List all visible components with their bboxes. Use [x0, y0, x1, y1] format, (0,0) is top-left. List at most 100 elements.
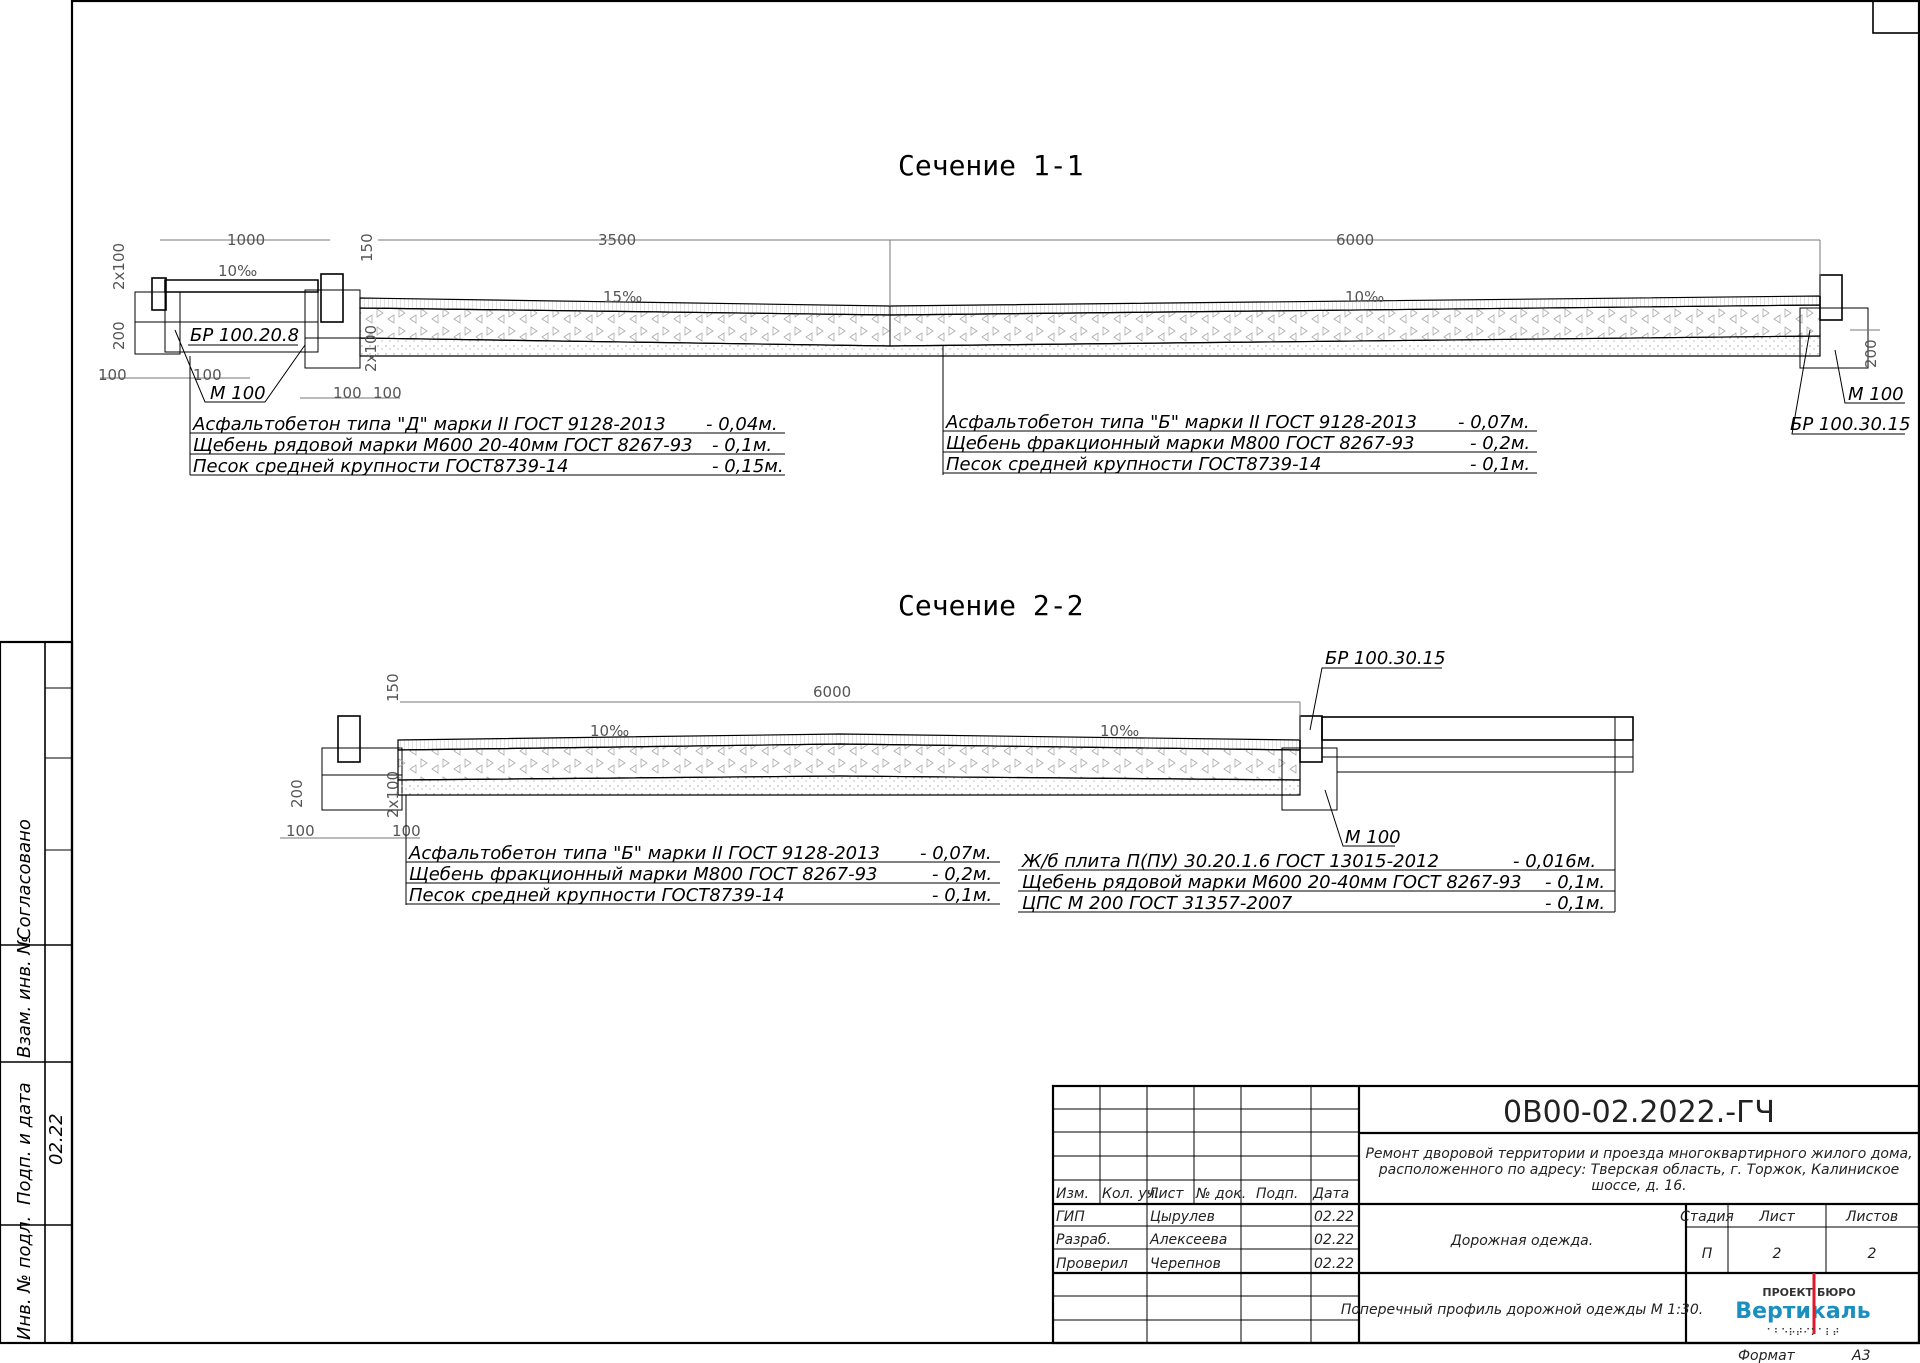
logo-top-right: БЮРО	[1817, 1286, 1856, 1299]
legend-item-name: Ж/б плита П(ПУ) 30.20.1.6 ГОСТ 13015-201…	[1021, 851, 1439, 872]
dim-150: 150	[358, 233, 376, 262]
person-name: Алексеева	[1149, 1232, 1227, 1248]
header-kol: Кол. уч.	[1102, 1186, 1159, 1202]
dim-1000: 1000	[227, 231, 265, 249]
legend-item-name: Щебень рядовой марки М600 20-40мм ГОСТ 8…	[1022, 872, 1522, 893]
slope-15: 15‰	[603, 288, 642, 306]
section-1-1: Сечение 1-1	[98, 149, 1911, 477]
role-developer: Разраб.	[1056, 1232, 1111, 1248]
project-title-line3: шоссе, д. 16.	[1591, 1178, 1686, 1194]
legend-item-thickness: - 0,1м.	[1470, 454, 1530, 475]
road-section-2	[397, 733, 1301, 796]
callout-mortar-right: М 100	[1848, 384, 1904, 405]
legend-item-name: Щебень рядовой марки М600 20-40мм ГОСТ 8…	[193, 435, 693, 456]
dimensions-1	[100, 239, 1880, 399]
dim-100-c: 100	[333, 384, 362, 402]
braille-dots-icon: ⠁⠃⠑⠗⠞⠊⠅⠁⠇⠞	[1766, 1328, 1839, 1339]
legend-1-left: Асфальтобетон типа "Д" марки II ГОСТ 912…	[190, 414, 785, 477]
format-value: А3	[1851, 1348, 1870, 1363]
dim-6000: 6000	[1336, 231, 1374, 249]
legend-2-right: Ж/б плита П(ПУ) 30.20.1.6 ГОСТ 13015-201…	[1018, 851, 1615, 914]
legend-item-name: Щебень фракционный марки М800 ГОСТ 8267-…	[409, 864, 878, 885]
slope-10-sidewalk: 10‰	[218, 262, 257, 280]
drawing-name: Поперечный профиль дорожной одежды М 1:3…	[1341, 1302, 1703, 1318]
section-1-title: Сечение 1-1	[898, 149, 1083, 182]
legend-item-thickness: - 0,2м.	[1470, 433, 1530, 454]
curb-left-large	[320, 273, 344, 323]
person-date: 02.22	[1314, 1232, 1354, 1248]
legend-1-right: Асфальтобетон типа "Б" марки II ГОСТ 912…	[943, 412, 1537, 475]
person-date: 02.22	[1314, 1209, 1354, 1225]
sheet-frame	[70, 0, 1920, 1345]
sheet-value: 2	[1773, 1246, 1782, 1262]
callout-mortar-left: М 100	[210, 383, 266, 404]
legend-item-name: Щебень фракционный марки М800 ГОСТ 8267-…	[946, 433, 1415, 454]
legend-item-thickness: - 0,1м.	[1545, 893, 1605, 914]
corner-box	[1872, 0, 1920, 34]
header-ndoc: № док.	[1195, 1186, 1246, 1202]
dim-150: 150	[384, 673, 402, 702]
dim-2x100-mid: 2х100	[362, 325, 380, 372]
sheet-name: Дорожная одежда.	[1450, 1233, 1593, 1249]
dim-100-a: 100	[286, 822, 315, 840]
person-name: Черепнов	[1150, 1256, 1221, 1272]
legend-item-name: Песок средней крупности ГОСТ8739-14	[193, 456, 569, 477]
header-izm: Изм.	[1056, 1186, 1089, 1202]
curb-left-small	[151, 277, 167, 311]
inv-orig-label: Инв. № подл.	[14, 1216, 35, 1340]
legend-2-left: Асфальтобетон типа "Б" марки II ГОСТ 912…	[406, 843, 1000, 906]
slope-10-left: 10‰	[590, 722, 629, 740]
person-date: 02.22	[1314, 1256, 1354, 1272]
legend-item-thickness: - 0,2м.	[932, 864, 992, 885]
callout-curb-right: БР 100.30.15	[1325, 648, 1446, 669]
legend-item-thickness: - 0,07м.	[1458, 412, 1530, 433]
legend-item-name: Асфальтобетон типа "Б" марки II ГОСТ 912…	[945, 412, 1417, 433]
header-date: Дата	[1312, 1186, 1349, 1202]
title-block: Изм. Кол. уч. Лист № док. Подп. Дата ГИП…	[1051, 1084, 1920, 1363]
dim-3500: 3500	[598, 231, 636, 249]
header-list: Лист	[1147, 1186, 1184, 1202]
callout-curb-left: БР 100.20.8	[190, 325, 299, 346]
format-label: Формат	[1738, 1348, 1796, 1363]
sheets-value: 2	[1868, 1246, 1877, 1262]
slope-10-road: 10‰	[1345, 288, 1384, 306]
callout-curb-right: БР 100.30.15	[1790, 414, 1911, 435]
legend-item-thickness: - 0,1м.	[712, 435, 772, 456]
legend-item-name: ЦПС М 200 ГОСТ 31357-2007	[1022, 893, 1293, 914]
legend-item-thickness: - 0,15м.	[712, 456, 784, 477]
legend-item-name: Песок средней крупности ГОСТ8739-14	[409, 885, 785, 906]
road-section-1	[359, 274, 1869, 369]
slope-10-right: 10‰	[1100, 722, 1139, 740]
sign-date-value: 02.22	[46, 1113, 67, 1165]
doc-code: 0В00-02.2022.-ГЧ	[1503, 1095, 1775, 1130]
legend-item-thickness: - 0,1м.	[1545, 872, 1605, 893]
dim-100-b: 100	[193, 366, 222, 384]
dim-100-d: 100	[373, 384, 402, 402]
sheet-label: Лист	[1758, 1209, 1795, 1225]
legend-item-thickness: - 0,016м.	[1513, 851, 1596, 872]
role-checker: Проверил	[1056, 1256, 1128, 1272]
replace-inv-label: Взам. инв. №	[14, 936, 35, 1058]
legend-item-name: Асфальтобетон типа "Б" марки II ГОСТ 912…	[408, 843, 880, 864]
agreed-label: Согласовано	[14, 819, 35, 940]
dim-200: 200	[288, 779, 306, 808]
section-2-2: Сечение 2-2 6000 150 200 2х100 100 100 1…	[280, 589, 1634, 914]
legend-item-name: Песок средней крупности ГОСТ8739-14	[946, 454, 1322, 475]
project-title-line2: расположенного по адресу: Тверская облас…	[1378, 1162, 1900, 1178]
side-stamp: Согласовано Взам. инв. № Подп. и дата 02…	[0, 640, 74, 1345]
role-gip: ГИП	[1056, 1209, 1085, 1225]
legend-item-thickness: - 0,1м.	[932, 885, 992, 906]
sign-date-label: Подп. и дата	[14, 1082, 35, 1205]
curb-right	[1819, 274, 1843, 321]
project-title-line1: Ремонт дворовой территории и проезда мно…	[1365, 1146, 1912, 1162]
section-2-title: Сечение 2-2	[898, 589, 1083, 622]
dim-6000: 6000	[813, 683, 851, 701]
stage-value: П	[1702, 1246, 1713, 1262]
dim-2x100: 2х100	[384, 771, 402, 818]
legend-item-thickness: - 0,07м.	[920, 843, 992, 864]
company-logo: ПРОЕКТ БЮРО Вертикаль ⠁⠃⠑⠗⠞⠊⠅⠁⠇⠞	[1735, 1273, 1871, 1339]
curb-left	[337, 715, 361, 763]
legend-item-thickness: - 0,04м.	[706, 414, 778, 435]
sidewalk-left	[134, 273, 361, 369]
header-podp: Подп.	[1256, 1186, 1298, 1202]
